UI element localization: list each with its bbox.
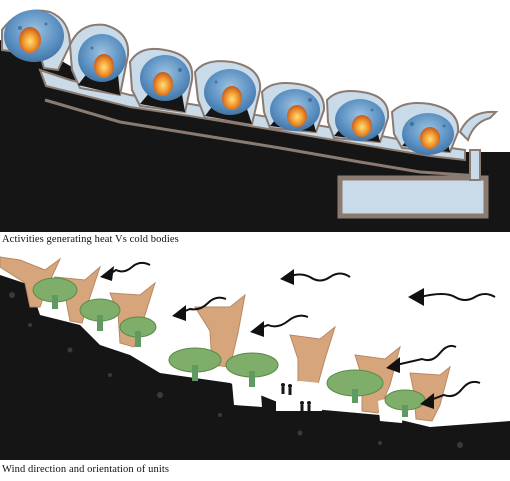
wind-arrow-5 xyxy=(257,314,309,330)
corridor-floor xyxy=(44,98,481,178)
wind-arrowheads xyxy=(100,266,434,409)
dome-5 xyxy=(270,89,320,131)
heat-domes xyxy=(4,10,454,155)
vegetation xyxy=(32,277,426,411)
storage-connector xyxy=(469,149,481,181)
heat-section-svg xyxy=(0,9,510,232)
wind-arrow-2 xyxy=(287,272,351,282)
slope-stones xyxy=(9,292,463,448)
wind-arrows xyxy=(107,261,496,402)
dome-1 xyxy=(4,10,64,62)
storage-chamber xyxy=(337,175,489,219)
wind-arrow-4 xyxy=(179,296,227,314)
canopy-4 xyxy=(194,293,246,368)
dome-7 xyxy=(402,113,454,155)
wind-section-svg xyxy=(0,256,510,460)
canopy-5 xyxy=(289,325,336,396)
dome-2 xyxy=(78,34,126,82)
wind-section-diagram xyxy=(0,255,510,460)
end-arch xyxy=(458,110,499,142)
hill-ground xyxy=(0,275,510,460)
heat-section-diagram xyxy=(0,0,510,232)
caption-wind: Wind direction and orientation of units xyxy=(2,464,170,475)
wind-arrow-3 xyxy=(419,293,496,301)
dome-6 xyxy=(335,99,385,141)
dome-texture xyxy=(18,22,446,128)
people-silhouettes xyxy=(281,383,311,412)
wind-arrow-6 xyxy=(395,344,457,366)
vegetation-stems xyxy=(52,295,408,417)
wind-arrow-1 xyxy=(107,261,151,276)
wind-arrow-7 xyxy=(427,380,481,402)
dome-3 xyxy=(140,55,190,101)
caption-heat: Activities generating heat Vs cold bodie… xyxy=(2,234,179,245)
dome-4 xyxy=(204,69,256,115)
